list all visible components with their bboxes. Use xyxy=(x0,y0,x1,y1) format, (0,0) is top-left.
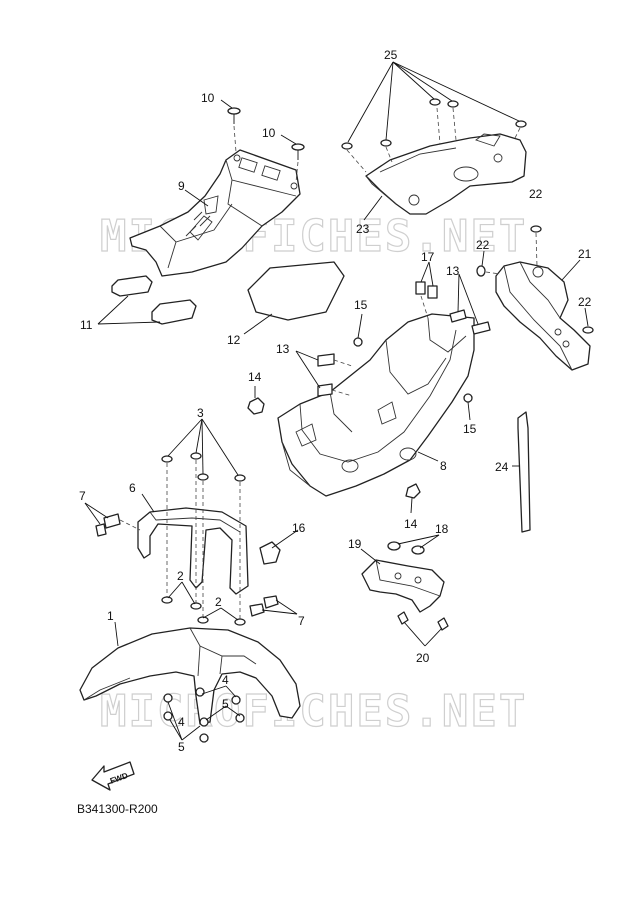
callout-12: 12 xyxy=(227,333,241,347)
callout-22: 22 xyxy=(578,295,592,309)
callout-16: 16 xyxy=(292,521,306,535)
callout-14: 14 xyxy=(404,517,418,531)
callout-7: 7 xyxy=(298,614,305,628)
callout-17: 17 xyxy=(421,250,435,264)
part-13-bolts-right xyxy=(449,309,491,335)
part-3-bolts xyxy=(161,452,246,622)
callout-21: 21 xyxy=(578,247,592,261)
part-1-fender xyxy=(79,627,301,725)
part-14-nuts xyxy=(247,397,421,499)
part-20-screws xyxy=(397,611,449,631)
callout-10: 10 xyxy=(262,126,276,140)
callouts: 1 2 2 3 4 4 5 5 6 7 7 8 9 10 10 11 12 13… xyxy=(79,48,592,754)
part-9-seat-bracket xyxy=(129,149,301,277)
callout-15: 15 xyxy=(354,298,368,312)
part-19-bracket xyxy=(361,559,445,613)
callout-13: 13 xyxy=(276,342,290,356)
callout-22: 22 xyxy=(476,238,490,252)
callout-19: 19 xyxy=(348,537,362,551)
callout-15: 15 xyxy=(463,422,477,436)
part-11-pads xyxy=(111,275,197,325)
callout-20: 20 xyxy=(416,651,430,665)
callout-5: 5 xyxy=(178,740,185,754)
leader-lines xyxy=(84,61,589,741)
callout-2: 2 xyxy=(215,595,222,609)
callout-4: 4 xyxy=(178,715,185,729)
callout-10: 10 xyxy=(201,91,215,105)
callout-1: 1 xyxy=(107,609,114,623)
part-8-undertray xyxy=(277,313,475,497)
callout-22: 22 xyxy=(529,187,543,201)
callout-14: 14 xyxy=(248,370,262,384)
callout-6: 6 xyxy=(129,481,136,495)
part-22-screws xyxy=(476,225,594,334)
callout-3: 3 xyxy=(197,406,204,420)
watermark-bottom: MICROFICHES.NET xyxy=(100,686,527,737)
callout-23: 23 xyxy=(356,222,370,236)
callout-5: 5 xyxy=(222,697,229,711)
callout-7: 7 xyxy=(79,489,86,503)
callout-24: 24 xyxy=(495,460,509,474)
callout-8: 8 xyxy=(440,459,447,473)
part-25-screws xyxy=(341,98,527,173)
part-21-bracket xyxy=(495,261,591,371)
part-13-bolts-left xyxy=(317,353,353,397)
part-18-grommets xyxy=(387,541,425,555)
part-7-bolts xyxy=(95,513,279,617)
part-24-strap xyxy=(517,411,531,533)
callout-13: 13 xyxy=(446,264,460,278)
part-4-5-hardware xyxy=(163,687,245,743)
callout-2: 2 xyxy=(177,569,184,583)
callout-18: 18 xyxy=(435,522,449,536)
part-23-rear-cover xyxy=(365,133,527,215)
part-12-pad xyxy=(247,261,345,321)
fwd-arrow-icon: FWD xyxy=(91,761,135,791)
callout-9: 9 xyxy=(178,179,185,193)
part-16-clip xyxy=(259,541,281,565)
part-6-bracket xyxy=(137,507,249,595)
callout-25: 25 xyxy=(384,48,398,62)
part-10-bolts xyxy=(227,107,305,183)
part-2-washers xyxy=(161,596,246,626)
callout-4: 4 xyxy=(222,673,229,687)
part-17-clips xyxy=(415,281,438,319)
diagram-code: B341300-R200 xyxy=(77,802,158,816)
callout-11: 11 xyxy=(80,318,93,332)
